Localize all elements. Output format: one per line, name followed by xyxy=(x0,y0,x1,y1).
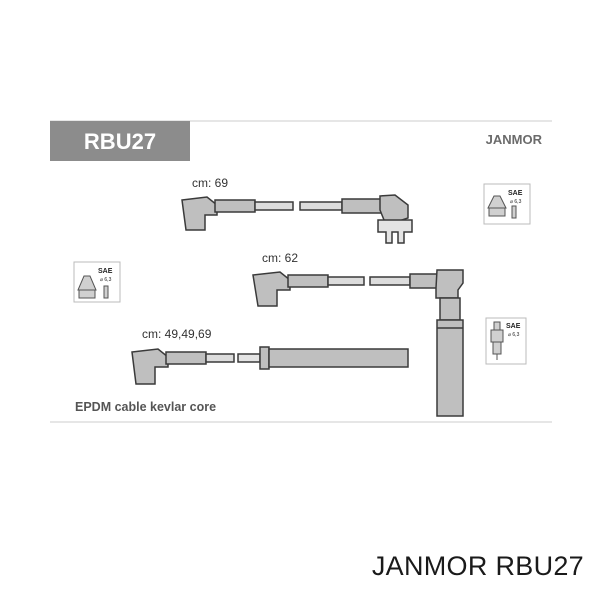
cable-2-wire-left xyxy=(327,276,365,286)
distributor-cap-sae: SAE xyxy=(508,190,523,197)
cable-1-boot-left xyxy=(181,196,218,231)
cable-2-length: cm: 62 xyxy=(262,251,298,265)
cable-3-length: cm: 49,49,69 xyxy=(142,327,212,341)
cable-1-boot-right xyxy=(379,194,409,223)
cable-2-plug-sleeve xyxy=(439,297,461,321)
cable-2-elbow xyxy=(435,269,464,299)
spark-plug-sae: SAE xyxy=(506,323,521,330)
cable-2-plug-boot xyxy=(436,319,464,417)
cable-1-clip xyxy=(377,219,413,244)
cable-3-connector-tip xyxy=(237,353,261,363)
distributor-cap-size: ⌀ 6,3 xyxy=(510,199,522,205)
ignition-coil-size: ⌀ 6,3 xyxy=(100,277,112,283)
ignition-coil-sae: SAE xyxy=(98,268,113,275)
cable-2-sleeve-left xyxy=(287,274,329,288)
footer-caption: JANMOR RBU27 xyxy=(371,551,584,581)
cable-3-sleeve-left xyxy=(165,351,207,365)
cable-3-straight-boot xyxy=(268,348,409,368)
cable-description: EPDM cable kevlar core xyxy=(75,400,216,414)
cable-3-wire-left xyxy=(205,353,235,363)
cable-3-connector-collar xyxy=(259,346,270,370)
distributor-cap-icon: SAE ⌀ 6,3 xyxy=(483,183,531,225)
cable-1-wire-right xyxy=(299,201,343,211)
brand-label: JANMOR xyxy=(486,132,543,147)
cable-3 xyxy=(131,346,409,385)
cable-1-wire-left xyxy=(254,201,294,211)
part-code-box xyxy=(50,121,190,161)
cable-2 xyxy=(252,269,464,417)
part-code: RBU27 xyxy=(84,129,156,154)
ignition-coil-icon: SAE ⌀ 6,3 xyxy=(73,261,121,303)
cable-1-length: cm: 69 xyxy=(192,176,228,190)
spark-plug-icon: SAE ⌀ 6,3 xyxy=(485,317,527,365)
cable-2-wire-right xyxy=(369,276,411,286)
cable-1 xyxy=(181,194,413,244)
cable-1-sleeve-left xyxy=(214,199,256,213)
cable-3-boot-left xyxy=(131,348,169,385)
spark-plug-size: ⌀ 6,3 xyxy=(508,332,520,338)
cable-1-sleeve-right xyxy=(341,198,383,214)
cable-2-boot-left xyxy=(252,271,291,307)
